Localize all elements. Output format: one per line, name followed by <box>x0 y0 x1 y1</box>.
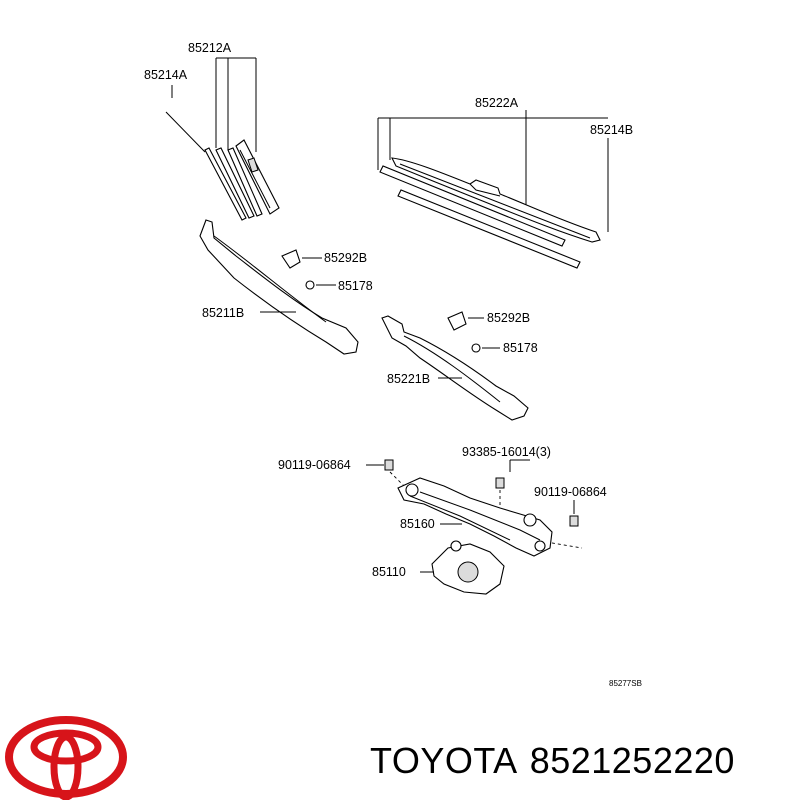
right-arm-group <box>381 311 529 421</box>
label-90119-06864-left: 90119-06864 <box>278 458 351 472</box>
right-blade-insert <box>397 189 581 269</box>
label-85211B: 85211B <box>202 306 244 320</box>
label-85221B: 85221B <box>387 372 430 386</box>
left-wiper-arm <box>199 219 359 355</box>
footer-brand: TOYOTA 8521252220 <box>370 740 747 782</box>
label-85214A: 85214A <box>144 68 188 82</box>
right-wiper-blade <box>391 157 601 243</box>
label-85292B-right: 85292B <box>487 311 530 325</box>
left-blade-frame <box>235 139 280 215</box>
right-blade-group <box>377 110 609 269</box>
left-bolt <box>384 459 394 471</box>
left-arm-cap <box>281 249 301 269</box>
left-arm-nut <box>305 280 315 290</box>
right-arm-nut <box>471 343 481 353</box>
label-85222A: 85222A <box>475 96 519 110</box>
center-bolt <box>495 477 505 489</box>
label-85212A: 85212A <box>188 41 232 55</box>
left-wiper-blade <box>227 147 263 217</box>
link-assembly-group <box>366 459 583 595</box>
right-arm-cap <box>447 311 467 331</box>
right-bolt <box>569 515 579 527</box>
figure-code: 85277SB <box>609 679 642 688</box>
left-blade-insert <box>204 147 247 221</box>
label-85214B: 85214B <box>590 123 633 137</box>
right-blade-rubber <box>379 165 566 247</box>
label-85110: 85110 <box>372 565 406 579</box>
left-arm-group <box>199 219 359 355</box>
label-90119-06864-right: 90119-06864 <box>534 485 607 499</box>
left-blade-group <box>165 57 280 221</box>
label-93385-16014: 93385-16014(3) <box>462 445 551 459</box>
part-number: 8521252220 <box>529 740 735 781</box>
label-85178-left: 85178 <box>338 279 373 293</box>
left-blade-rubber <box>215 147 255 219</box>
label-85160: 85160 <box>400 517 435 531</box>
brand-name: TOYOTA <box>370 740 518 781</box>
toyota-logo <box>5 716 127 800</box>
label-85178-right: 85178 <box>503 341 538 355</box>
label-85292B-left: 85292B <box>324 251 367 265</box>
